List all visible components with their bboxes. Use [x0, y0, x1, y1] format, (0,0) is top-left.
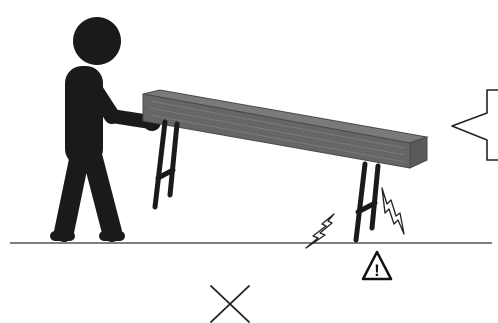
cross-icon	[211, 286, 249, 322]
spark-icon-right	[382, 188, 404, 234]
person-back-leg	[64, 155, 80, 232]
tabletop-end	[410, 137, 427, 168]
table-icon	[143, 90, 427, 240]
warning-icon: !	[363, 252, 391, 280]
warning-symbol: !	[374, 261, 380, 280]
table-left-legs	[155, 122, 177, 207]
person-front-leg	[92, 155, 112, 232]
table-right-legs	[356, 164, 378, 240]
person-icon	[55, 17, 161, 236]
speech-bubble-icon	[452, 90, 498, 160]
person-head	[73, 17, 121, 65]
